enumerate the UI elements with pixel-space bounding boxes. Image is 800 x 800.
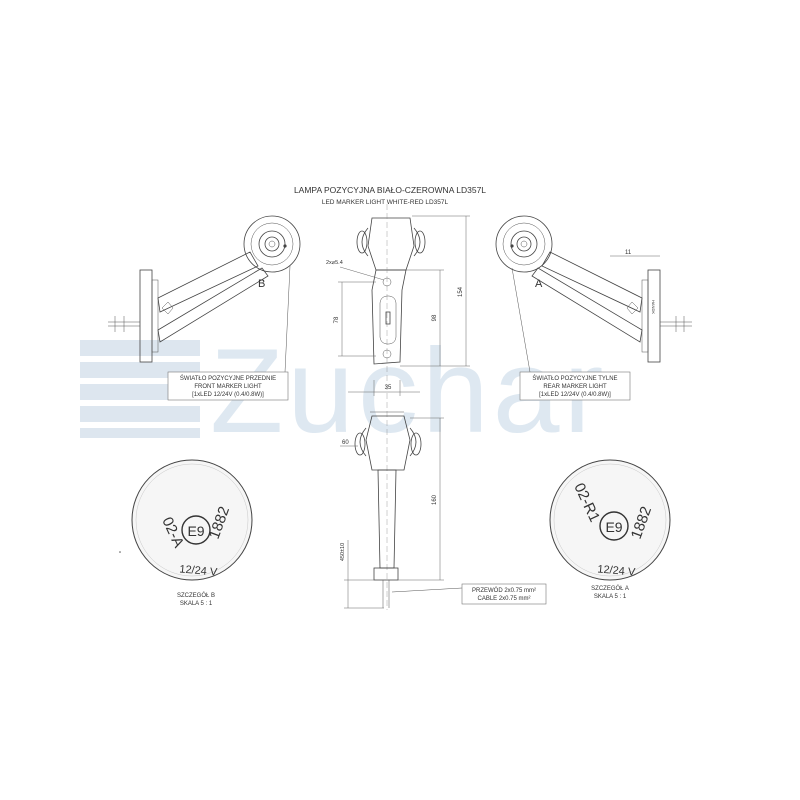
- detail-a-scale: SKALA 5 : 1: [594, 594, 627, 600]
- detail-b-approval: E9: [187, 523, 204, 539]
- front-lamp-label-en: FRONT MARKER LIGHT: [194, 384, 262, 390]
- front-lamp-drawing: B ŚWIATŁO POZYCYJNE PRZEDNIE FRONT MARKE…: [108, 215, 301, 401]
- dim-154: 154: [458, 286, 464, 297]
- dim-11: 11: [625, 250, 632, 256]
- detail-a-title: SZCZEGÓŁ A: [591, 585, 629, 592]
- rear-lamp-drawing: HANDK A 11 ŚWIATŁO POZYCYJNE TYLNE REAR …: [495, 215, 692, 401]
- rear-lamp-label-spec: [1xLED 12/24V (0.4/0.8W)]: [539, 392, 611, 398]
- svg-text:HANDK: HANDK: [651, 300, 656, 314]
- detail-a: 02-R1 E9 1882 12/24 V SZCZEGÓŁ A SKALA 5…: [549, 459, 671, 600]
- front-lamp-label-pl: ŚWIATŁO POZYCYJNE PRZEDNIE: [180, 374, 276, 382]
- title-en: LED MARKER LIGHT WHITE-RED LD357L: [322, 199, 449, 206]
- detail-b-title: SZCZEGÓŁ B: [177, 592, 215, 599]
- detail-a-approval: E9: [605, 519, 622, 535]
- front-lamp-letter: B: [258, 278, 265, 290]
- rear-lamp-letter: A: [535, 278, 543, 290]
- detail-b: 02-A E9 1882 12/24 V SZCZEGÓŁ B SKALA 5 …: [131, 459, 253, 607]
- side-view-drawing: 2x⌀5.4 78 98 154 35: [326, 204, 547, 610]
- dim-35: 35: [385, 385, 392, 391]
- detail-b-voltage: 12/24 V: [179, 563, 218, 578]
- cable-pl: PRZEWÓD 2x0.75 mm²: [472, 587, 536, 594]
- rear-lamp-label-en: REAR MARKER LIGHT: [543, 384, 607, 390]
- rear-lamp-label-pl: ŚWIATŁO POZYCYJNE TYLNE: [532, 374, 617, 382]
- front-lamp-label-spec: [1xLED 12/24V (0.4/0.8W)]: [192, 392, 264, 398]
- cable-en: CABLE 2x0.75 mm²: [477, 596, 530, 602]
- detail-b-scale: SKALA 5 : 1: [180, 601, 213, 607]
- dim-160: 160: [432, 494, 438, 505]
- detail-a-voltage: 12/24 V: [597, 563, 636, 578]
- dim-60: 60: [342, 440, 349, 446]
- dim-78: 78: [334, 316, 340, 323]
- title-pl: LAMPA POZYCYJNA BIAŁO-CZEROWNA LD357L: [294, 185, 486, 195]
- dim-450: 450±10: [340, 543, 346, 561]
- dim-hole: 2x⌀5.4: [326, 260, 343, 266]
- dim-98: 98: [432, 314, 438, 321]
